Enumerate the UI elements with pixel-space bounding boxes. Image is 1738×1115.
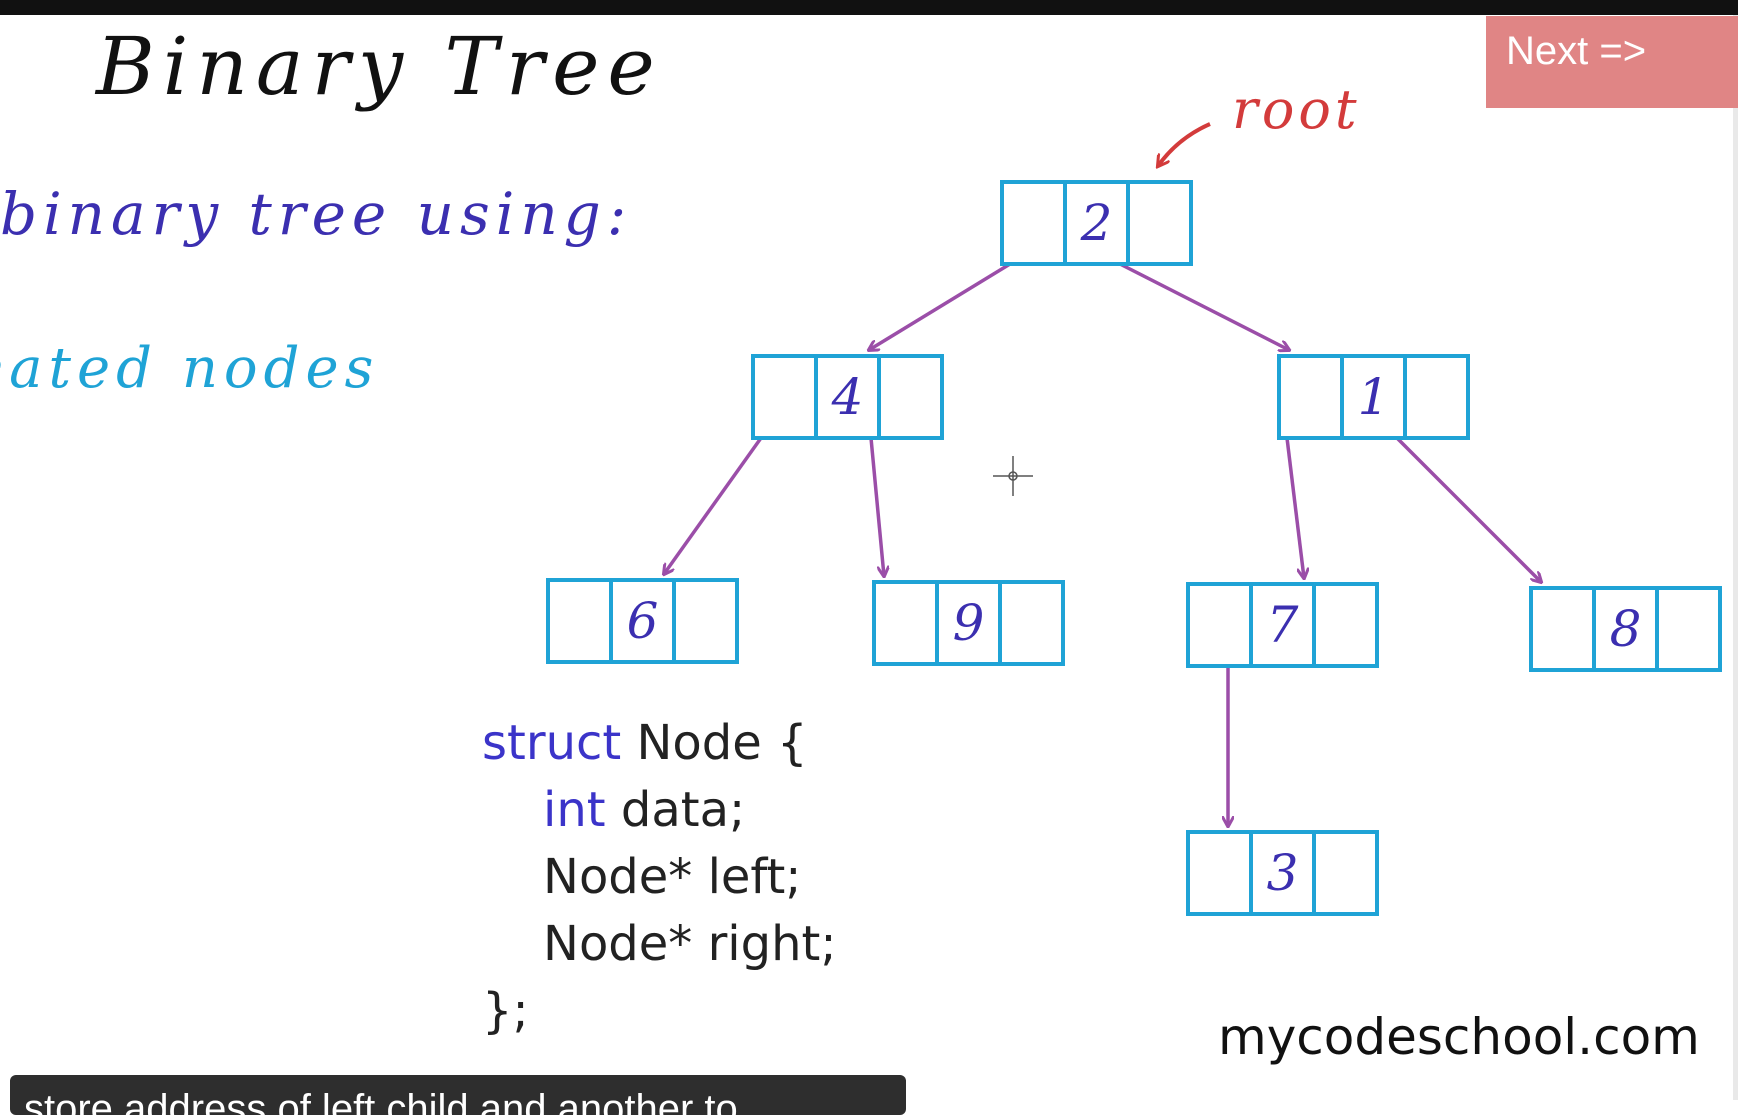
- code-keyword-struct: struct: [482, 715, 622, 771]
- tree-node: 6: [546, 578, 739, 664]
- tree-node: 3: [1186, 830, 1379, 916]
- node-value: 4: [831, 368, 864, 426]
- edge-n2-n4: [869, 262, 1011, 350]
- edge-n2-n1: [1119, 262, 1289, 350]
- left-pointer-cell: [1277, 354, 1344, 440]
- tree-nodes: 2 4 1 6 9 7 8 3: [546, 180, 1722, 916]
- tree-node: 1: [1277, 354, 1470, 440]
- node-value: 3: [1267, 844, 1299, 902]
- video-caption: store address of left child and another …: [10, 1075, 906, 1115]
- root-label: root: [1232, 78, 1361, 141]
- right-pointer-cell: [998, 580, 1065, 666]
- tree-edges: [664, 262, 1541, 826]
- code-line-3: Node* left;: [482, 849, 802, 905]
- next-button[interactable]: Next =>: [1486, 16, 1738, 108]
- left-pointer-cell: [1529, 586, 1596, 672]
- right-edge-strip: [1733, 15, 1738, 1100]
- tree-node: 8: [1529, 586, 1722, 672]
- right-pointer-cell: [1403, 354, 1470, 440]
- edge-n1-n7: [1285, 437, 1304, 578]
- left-pointer-cell: [1186, 582, 1253, 668]
- right-pointer-cell: [1312, 830, 1379, 916]
- slide-title: Binary Tree: [96, 20, 663, 113]
- right-pointer-cell: [1655, 586, 1722, 672]
- data-cell: [1340, 354, 1407, 440]
- right-pointer-cell: [1312, 582, 1379, 668]
- left-pointer-cell: [1186, 830, 1253, 916]
- tree-node: 9: [872, 580, 1065, 666]
- edge-n4-n9: [869, 437, 884, 576]
- crosshair-cursor-icon: [993, 456, 1033, 496]
- node-value: 2: [1080, 194, 1113, 252]
- website-watermark: mycodeschool.com: [1218, 1008, 1700, 1066]
- node-value: 9: [953, 594, 985, 652]
- left-pointer-cell: [546, 578, 613, 664]
- node-value: 8: [1610, 600, 1642, 658]
- node-value: 6: [627, 592, 659, 650]
- video-top-bar: [0, 0, 1738, 15]
- left-pointer-cell: [751, 354, 818, 440]
- left-pointer-cell: [1000, 180, 1067, 266]
- edge-n4-n6: [664, 436, 763, 574]
- code-line-5: };: [482, 983, 529, 1039]
- tree-node: 7: [1186, 582, 1379, 668]
- code-line-2-rest: data;: [605, 782, 746, 838]
- left-pointer-cell: [872, 580, 939, 666]
- tree-node: 2: [1000, 180, 1193, 266]
- node-value: 7: [1267, 596, 1299, 654]
- data-cell: [935, 580, 1002, 666]
- root-arrow: [1158, 122, 1211, 166]
- code-keyword-int: int: [543, 782, 606, 838]
- code-line-2-indent: [482, 782, 543, 838]
- edge-n1-n8: [1395, 436, 1541, 582]
- right-pointer-cell: [1126, 180, 1193, 266]
- right-pointer-cell: [672, 578, 739, 664]
- node-value: 1: [1358, 368, 1390, 426]
- right-pointer-cell: [877, 354, 944, 440]
- subtitle-line-1: binary tree using:: [0, 180, 633, 248]
- code-line-1-rest: Node {: [621, 715, 808, 771]
- code-line-4: Node* right;: [482, 916, 837, 972]
- subtitle-line-2: eated nodes: [0, 336, 380, 401]
- code-block: struct Node { int data; Node* left; Node…: [482, 710, 837, 1045]
- tree-node: 4: [751, 354, 944, 440]
